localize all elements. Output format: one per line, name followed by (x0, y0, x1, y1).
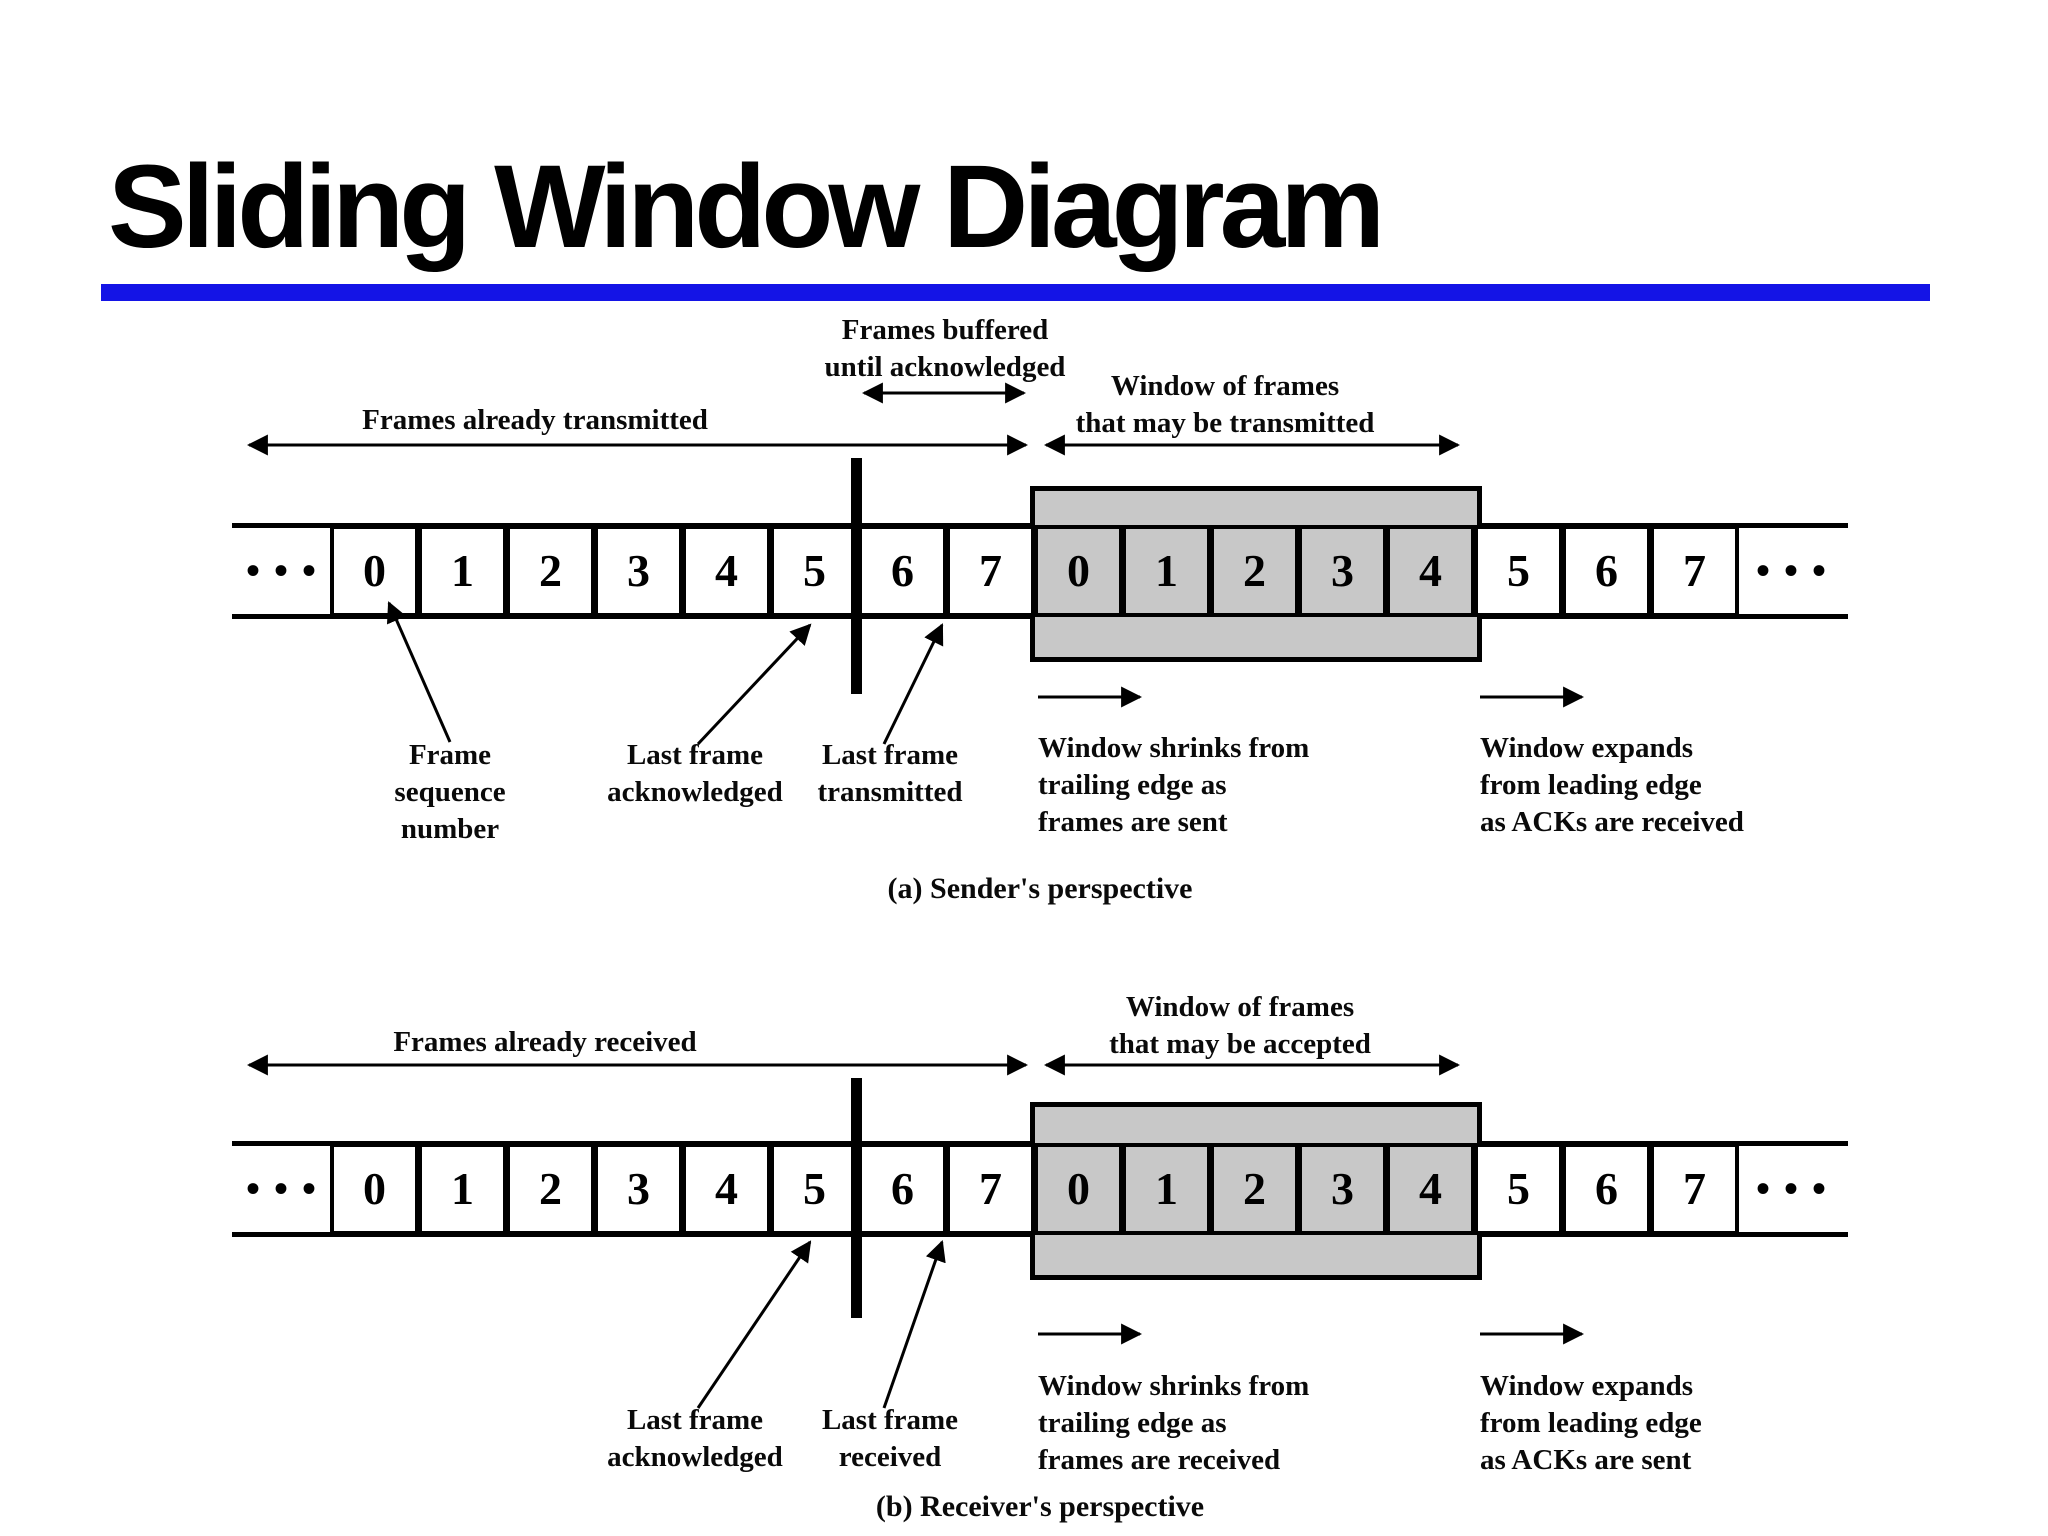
frame-cell: 7 (946, 1143, 1035, 1235)
frame-cell: 5 (770, 1143, 859, 1235)
frames-buffered-label: Frames buffered until acknowledged (824, 314, 1066, 383)
separator-bar (851, 458, 862, 694)
frame-cell: 6 (1562, 525, 1651, 617)
title-divider (101, 284, 1930, 301)
frame-cell: 7 (946, 525, 1035, 617)
frame-cell: 6 (1562, 1143, 1651, 1235)
frame-cell: 5 (770, 525, 859, 617)
last-rx-pointer-arrow (882, 1240, 946, 1409)
frame-cell: 2 (506, 525, 595, 617)
frame-cell-window: 3 (1298, 1143, 1387, 1235)
frame-cell: 2 (506, 1143, 595, 1235)
frame-cell-window: 2 (1210, 525, 1299, 617)
frame-cell-window: 2 (1210, 1143, 1299, 1235)
window-transmit-label: Window of frames that may be transmitted (1075, 370, 1375, 439)
frame-seq-label: Frame sequence number (394, 739, 506, 845)
frame-cell: 4 (682, 525, 771, 617)
separator-bar (851, 1078, 862, 1318)
frames-received-label: Frames already received (393, 1026, 697, 1058)
frame-cell: 3 (594, 1143, 683, 1235)
frame-cell: 0 (330, 1143, 419, 1235)
frame-cell-window: 0 (1034, 525, 1123, 617)
frame-cell: 3 (594, 525, 683, 617)
frame-cell: 1 (418, 525, 507, 617)
frame-cell-window: 4 (1386, 1143, 1475, 1235)
frame-cell-window: 1 (1122, 1143, 1211, 1235)
window-expand-label: Window expands from leading edge as ACKs… (1480, 732, 1744, 838)
slide-title: Sliding Window Diagram (108, 141, 1385, 273)
frame-cell: 4 (682, 1143, 771, 1235)
last-tx-pointer-arrow (882, 623, 944, 745)
receiver-caption: (b) Receiver's perspective (875, 1490, 1205, 1523)
window-expand-label: Window expands from leading edge as ACKs… (1480, 1370, 1702, 1476)
frame-cell: 7 (1650, 1143, 1739, 1235)
ellipsis-left: • • • (245, 548, 318, 593)
frame-cell-window: 3 (1298, 525, 1387, 617)
frame-seq-pointer-arrow (386, 601, 452, 743)
frame-cell: 6 (858, 525, 947, 617)
frame-cell: 5 (1474, 525, 1563, 617)
window-accept-label: Window of frames that may be accepted (1109, 991, 1371, 1060)
window-shrink-label: Window shrinks from trailing edge as fra… (1038, 1370, 1310, 1476)
frame-cell: 5 (1474, 1143, 1563, 1235)
frame-cell-window: 0 (1034, 1143, 1123, 1235)
ellipsis-left: • • • (245, 1166, 318, 1211)
last-ack-label: Last frame acknowledged (607, 1404, 783, 1473)
sender-caption: (a) Sender's perspective (887, 872, 1193, 905)
frame-cell-window: 1 (1122, 525, 1211, 617)
frames-transmitted-label: Frames already transmitted (362, 404, 708, 436)
frame-cell: 6 (858, 1143, 947, 1235)
ellipsis-right: • • • (1755, 548, 1828, 593)
frame-cell: 1 (418, 1143, 507, 1235)
last-ack-label: Last frame acknowledged (607, 739, 783, 808)
last-ack-pointer-arrow (696, 1240, 812, 1409)
frame-cell-window: 4 (1386, 525, 1475, 617)
frame-cell: 0 (330, 525, 419, 617)
last-ack-pointer-arrow (696, 623, 812, 746)
ellipsis-right: • • • (1755, 1166, 1828, 1211)
frame-cell: 7 (1650, 525, 1739, 617)
window-shrink-label: Window shrinks from trailing edge as fra… (1038, 732, 1310, 838)
last-rx-label: Last frame received (821, 1404, 959, 1473)
last-tx-label: Last frame transmitted (817, 739, 963, 808)
